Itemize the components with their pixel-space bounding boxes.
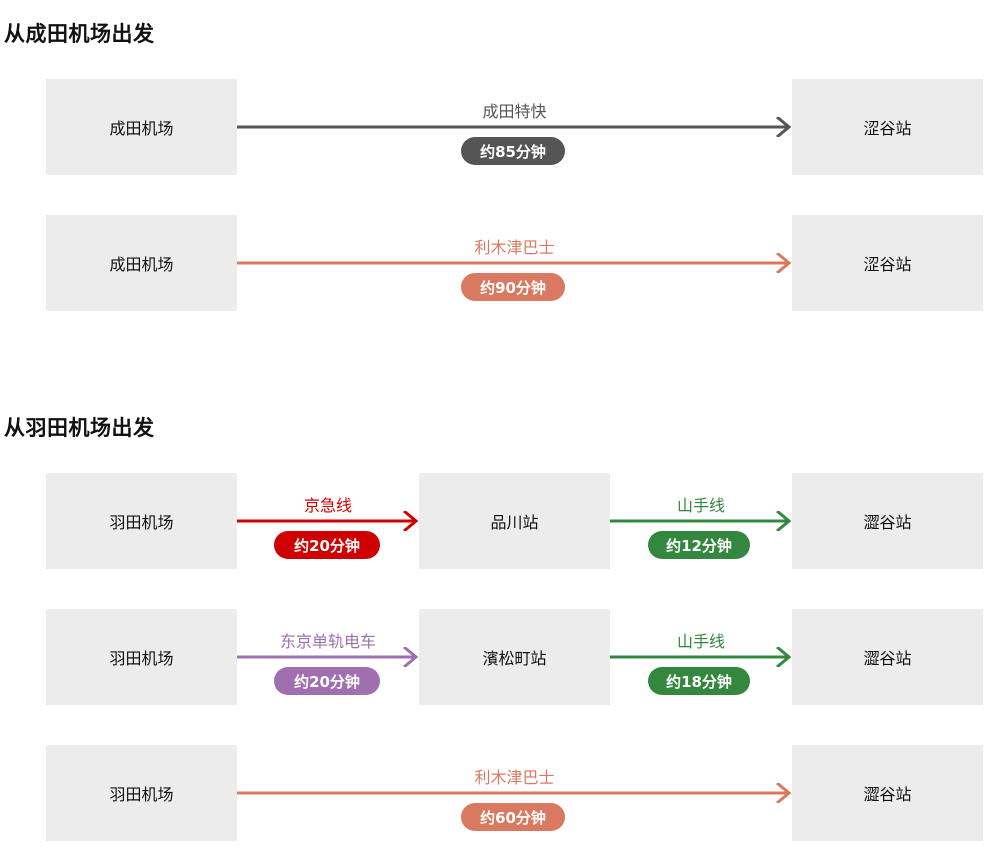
travel-time-badge: 约90分钟 bbox=[461, 273, 565, 301]
station-origin: 成田机场 bbox=[46, 79, 237, 175]
route-narita-limousine-bus: 成田机场 利木津巴士 约90分钟 涩谷站 bbox=[0, 215, 989, 311]
segment: 利木津巴士 约60分钟 bbox=[237, 745, 792, 841]
arrow-icon bbox=[237, 253, 792, 273]
travel-time-badge: 约18分钟 bbox=[648, 667, 750, 695]
arrow-icon bbox=[610, 511, 792, 531]
travel-time-badge: 约20分钟 bbox=[274, 667, 380, 695]
route-haneda-monorail: 羽田机场 东京单轨电车 约20分钟 濱松町站 山手线 约18分钟 澀谷站 bbox=[0, 609, 989, 705]
station-origin: 羽田机场 bbox=[46, 609, 237, 705]
station-transfer: 品川站 bbox=[419, 473, 610, 569]
route-haneda-keikyu: 羽田机场 京急线 约20分钟 品川站 山手线 约12分钟 澀谷站 bbox=[0, 473, 989, 569]
station-destination: 涩谷站 bbox=[792, 215, 983, 311]
line-name: 利木津巴士 bbox=[474, 768, 555, 787]
line-name: 京急线 bbox=[303, 496, 352, 515]
travel-time-badge: 约20分钟 bbox=[274, 531, 380, 559]
route-narita-express: 成田机场 成田特快 约85分钟 涩谷站 bbox=[0, 79, 989, 175]
arrow-icon bbox=[610, 647, 792, 667]
station-transfer: 濱松町站 bbox=[419, 609, 610, 705]
station-origin: 羽田机场 bbox=[46, 473, 237, 569]
segment: 成田特快 约85分钟 bbox=[237, 79, 792, 175]
arrow-icon bbox=[237, 647, 419, 667]
line-name: 成田特快 bbox=[482, 102, 547, 121]
segment: 京急线 约20分钟 bbox=[237, 473, 419, 569]
station-destination: 涩谷站 bbox=[792, 79, 983, 175]
route-haneda-limousine-bus: 羽田机场 利木津巴士 约60分钟 澀谷站 bbox=[0, 745, 989, 841]
travel-time-badge: 约60分钟 bbox=[461, 803, 565, 831]
segment: 山手线 约12分钟 bbox=[610, 473, 792, 569]
arrow-icon bbox=[237, 117, 792, 137]
station-destination: 澀谷站 bbox=[792, 745, 983, 841]
station-origin: 成田机场 bbox=[46, 215, 237, 311]
station-origin: 羽田机场 bbox=[46, 745, 237, 841]
arrow-icon bbox=[237, 511, 419, 531]
segment: 山手线 约18分钟 bbox=[610, 609, 792, 705]
travel-time-badge: 约85分钟 bbox=[461, 137, 565, 165]
section-title-haneda: 从羽田机场出发 bbox=[4, 416, 155, 440]
section-title-narita: 从成田机场出发 bbox=[4, 22, 155, 46]
arrow-icon bbox=[237, 783, 792, 803]
segment: 利木津巴士 约90分钟 bbox=[237, 215, 792, 311]
segment: 东京单轨电车 约20分钟 bbox=[237, 609, 419, 705]
line-name: 东京单轨电车 bbox=[279, 632, 376, 651]
station-destination: 澀谷站 bbox=[792, 473, 983, 569]
station-destination: 澀谷站 bbox=[792, 609, 983, 705]
travel-time-badge: 约12分钟 bbox=[648, 531, 750, 559]
line-name: 山手线 bbox=[676, 632, 725, 651]
line-name: 山手线 bbox=[676, 496, 725, 515]
line-name: 利木津巴士 bbox=[474, 238, 555, 257]
